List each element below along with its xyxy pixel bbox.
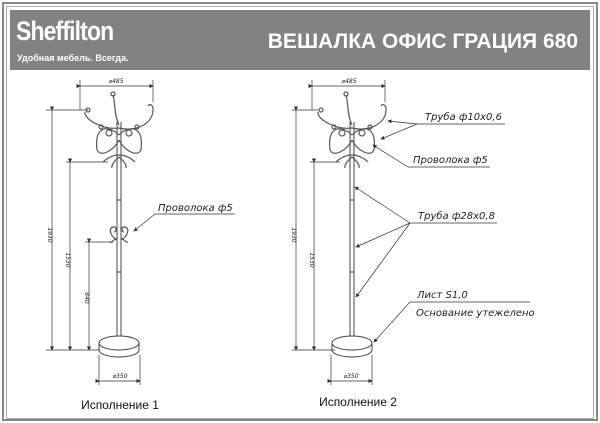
label-wire: Проволока ф5 (158, 203, 233, 214)
label-base: Основание утежелено (416, 308, 535, 319)
brand-logo: Sheffilton (16, 16, 114, 46)
label-tube-main: Труба ф28х0,8 (418, 210, 495, 222)
dim-height-total: 1930 (46, 227, 53, 242)
label-tube-small: Труба ф10х0,6 (425, 111, 502, 123)
coat-stand-variant-1: ⌀485 1930 1530 840 ⌀350 Проволока ф5 Исп… (46, 78, 235, 412)
caption-variant-2: Исполнение 2 (319, 395, 397, 409)
header-bar (10, 10, 590, 70)
dim-top-diameter: ⌀485 (108, 78, 123, 85)
caption-variant-1: Исполнение 1 (81, 398, 159, 412)
coat-stand-variant-2: ⌀485 1930 1530 ⌀350 Труба ф10х0,6 Провол… (290, 78, 535, 409)
page-title: ВЕШАЛКА ОФИС ГРАЦИЯ 680 (267, 30, 578, 53)
dim-height-top-hooks: 1530 (64, 252, 71, 267)
label-wire: Проволока ф5 (413, 155, 488, 166)
dim-height-total: 1930 (290, 227, 297, 242)
dim-base-diameter: ⌀350 (112, 373, 127, 380)
dim-top-diameter: ⌀485 (341, 78, 356, 85)
label-sheet: Лист S1,0 (416, 290, 468, 301)
dim-height-mid-hooks: 840 (83, 292, 90, 304)
inner-border (6, 6, 594, 419)
dim-base-diameter: ⌀350 (343, 373, 358, 380)
dim-height-top-hooks: 1530 (308, 252, 315, 267)
brand-tagline: Удобная мебель. Всегда. (17, 53, 129, 63)
